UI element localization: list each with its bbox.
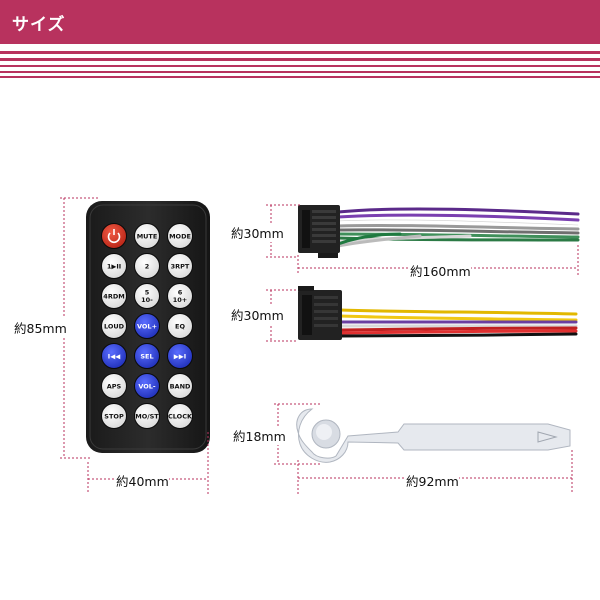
remote-button-label: VOL+ bbox=[137, 322, 157, 330]
remote-button-label: 1▶II bbox=[107, 262, 121, 270]
remote-button: VOL- bbox=[134, 373, 160, 399]
remote-button-label: MO/ST bbox=[135, 412, 159, 420]
remote-button: MO/ST bbox=[134, 403, 160, 429]
wire-length-label: 約160mm bbox=[410, 261, 471, 280]
remote-width-label: 約40mm bbox=[116, 471, 169, 490]
remote-button: BAND bbox=[167, 373, 193, 399]
remote-button-label: 3RPT bbox=[171, 262, 190, 270]
remote-button: LOUD bbox=[101, 313, 127, 339]
remote-button-label: 10+ bbox=[173, 296, 188, 304]
connector2-height-label: 約30mm bbox=[231, 305, 284, 324]
remote-button-label: STOP bbox=[104, 412, 124, 420]
remote-button: 1▶II bbox=[101, 253, 127, 279]
remote-button-label: VOL- bbox=[138, 382, 156, 390]
header-stripe bbox=[0, 65, 600, 67]
remote-button: 610+ bbox=[167, 283, 193, 309]
remote-button: ▶▶I bbox=[167, 343, 193, 369]
remote-button-label: MODE bbox=[169, 232, 191, 240]
remote-button: 3RPT bbox=[167, 253, 193, 279]
connector-harness-1 bbox=[298, 205, 580, 258]
tool-width-label: 約92mm bbox=[406, 471, 459, 490]
remote-button: MODE bbox=[167, 223, 193, 249]
connector1-height-label: 約30mm bbox=[231, 223, 284, 242]
remote-button: 2 bbox=[134, 253, 160, 279]
remote-button-label: EQ bbox=[175, 322, 185, 330]
header-stripe bbox=[0, 71, 600, 73]
remote-button-label: APS bbox=[107, 382, 122, 390]
remote-button-label: BAND bbox=[170, 382, 191, 390]
tool-height-label: 約18mm bbox=[233, 426, 286, 445]
remote-height-label: 約85mm bbox=[14, 318, 67, 337]
remote-button: VOL+ bbox=[134, 313, 160, 339]
remote-button: 510- bbox=[134, 283, 160, 309]
remote-button-label: 6 bbox=[178, 289, 183, 297]
remote-button-grid: MUTE MODE 1▶II 2 3RPT 4RDM 510- 610+ LOUD VOL+ EQ I… bbox=[101, 223, 193, 429]
remote-button-label: 5 bbox=[145, 289, 150, 297]
remote-button-label: 2 bbox=[145, 262, 150, 270]
remote-button: CLOCK bbox=[167, 403, 193, 429]
page-title: サイズ bbox=[12, 15, 66, 35]
header-stripe bbox=[0, 51, 600, 54]
remote-button: SEL bbox=[134, 343, 160, 369]
remote-button: MUTE bbox=[134, 223, 160, 249]
remote-button-label: I◀◀ bbox=[108, 352, 120, 360]
remote-button-label: 10- bbox=[141, 296, 153, 304]
header-stripe bbox=[0, 58, 600, 61]
remote-button-label: MUTE bbox=[137, 232, 158, 240]
remote-button-label: 4RDM bbox=[103, 292, 124, 300]
power-button bbox=[101, 223, 127, 249]
remote-button: APS bbox=[101, 373, 127, 399]
remote-button-label: ▶▶I bbox=[174, 352, 186, 360]
remote-button-label: CLOCK bbox=[168, 412, 193, 420]
remote-button: I◀◀ bbox=[101, 343, 127, 369]
header-stripe bbox=[0, 76, 600, 78]
connector-harness-2 bbox=[298, 286, 578, 340]
remote-button-label: SEL bbox=[140, 352, 153, 360]
remote-button: 4RDM bbox=[101, 283, 127, 309]
remote-button: EQ bbox=[167, 313, 193, 339]
remote-button-label: LOUD bbox=[104, 322, 125, 330]
removal-tool bbox=[296, 408, 571, 463]
remote-button: STOP bbox=[101, 403, 127, 429]
header-bar: サイズ bbox=[0, 0, 600, 44]
